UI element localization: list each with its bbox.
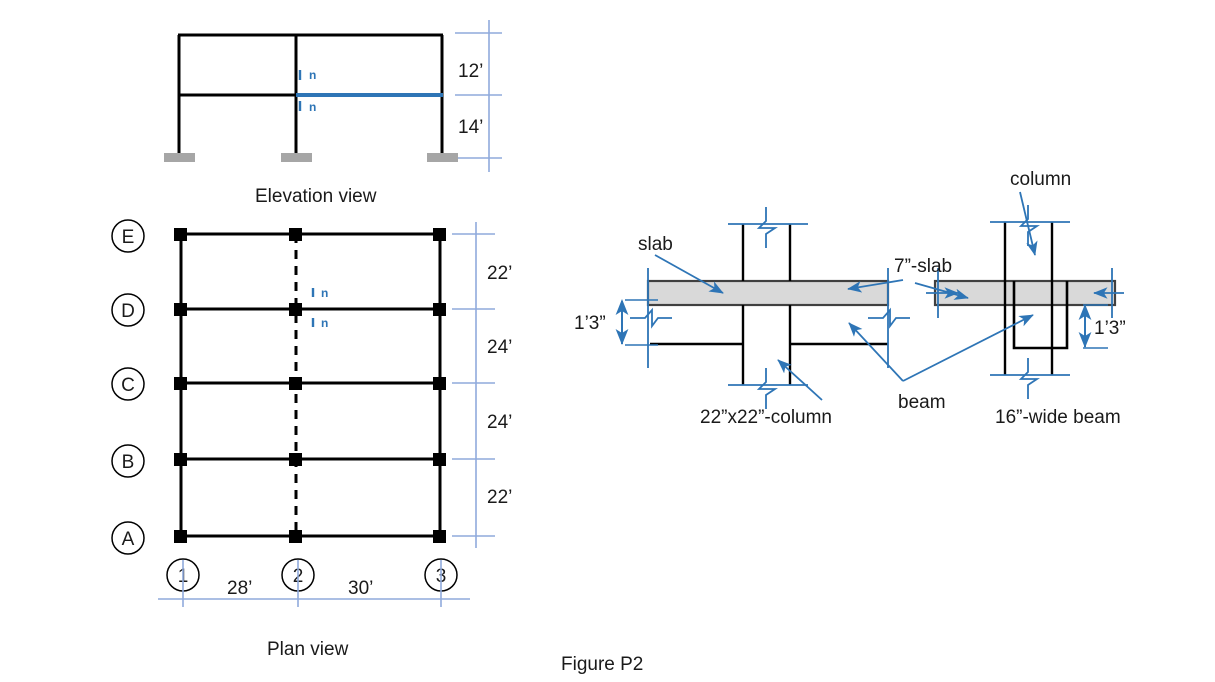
elevation-n-markers: n n: [298, 68, 316, 114]
plan-vertical-beams: [179, 234, 442, 536]
plan-bay-depth-1: 22’: [487, 263, 512, 284]
plan-column-1C: [174, 377, 187, 390]
elevation-footings: [164, 153, 458, 162]
plan-column-2C: [289, 377, 302, 390]
grid-bubble-D[interactable]: [111, 293, 145, 327]
plan-column-3B: [433, 453, 446, 466]
section-left-break-lines: [630, 207, 910, 409]
break-right-zigzag: [868, 307, 910, 329]
elev-story-height-lower: 14’: [458, 117, 483, 138]
grid-bubble-A-label: A: [122, 529, 135, 550]
section-right-depth-label: 1’3”: [1094, 318, 1126, 339]
plan-column-2D: [289, 303, 302, 316]
plan-horizontal-beams: [180, 232, 441, 538]
section-right-slab-edge-arrows: [926, 268, 1124, 318]
elevation-view-title: Elevation view: [255, 186, 377, 207]
section-left-depth-label: 1’3”: [574, 313, 606, 334]
footing-3: [427, 153, 458, 162]
plan-column-2A: [289, 530, 302, 543]
break-top-zigzag: [756, 207, 778, 248]
plan-column-1E: [174, 228, 187, 241]
section-right-beam-outline: [1012, 281, 1069, 350]
section-left-slab: [646, 279, 890, 307]
section-detail-column: 1’3” slab 22”x22”-column: [574, 207, 910, 428]
grid-bubble-C[interactable]: [111, 367, 145, 401]
plan-bay-depth-4: 22’: [487, 487, 512, 508]
section-right-column-annotation: column: [1010, 169, 1071, 256]
slab7-leader-left: [847, 279, 904, 293]
elev-story-height-upper: 12’: [458, 61, 483, 82]
beam-leader-to-left-detail: [848, 322, 904, 382]
slab-leader: [654, 254, 724, 294]
plan-bay-width-2: 30’: [348, 578, 373, 599]
beam-column-leader: [1019, 191, 1038, 256]
beam-leader-to-right-detail: [902, 314, 1034, 382]
section-left-depth-dimension: 1’3”: [574, 299, 658, 346]
section-right-beam-annotation: beam: [848, 314, 1034, 413]
column-leader: [777, 359, 823, 401]
plan-grid-bubbles-letters: E D C B A: [111, 219, 145, 555]
plan-columns: [174, 228, 446, 543]
grid-bubble-E[interactable]: [111, 219, 145, 253]
grid-bubble-C-label: C: [121, 375, 135, 396]
plan-column-1D: [174, 303, 187, 316]
elev-n-label-upper: n: [309, 68, 316, 82]
plan-n-label-lower: n: [321, 316, 328, 330]
beam-break-top-zigzag: [1018, 205, 1040, 246]
plan-column-2B: [289, 453, 302, 466]
plan-column-3C: [433, 377, 446, 390]
plan-column-1B: [174, 453, 187, 466]
section-left-slab-annotation: slab: [638, 234, 724, 294]
grid-bubble-D-label: D: [121, 301, 135, 322]
plan-column-1A: [174, 530, 187, 543]
figure-caption: Figure P2: [561, 654, 643, 675]
section-right-slab-annotation: 7”-slab: [847, 256, 969, 300]
section-right-break-lines: [990, 205, 1070, 399]
grid-bubble-B[interactable]: [111, 444, 145, 478]
plan-grid-bubbles-numbers: 1 2 3: [166, 558, 458, 592]
grid-bubble-B-label: B: [122, 452, 135, 473]
plan-view: 22’ 24’ 24’ 22’: [111, 219, 512, 660]
grid-bubble-E-label: E: [122, 227, 135, 248]
plan-column-3A: [433, 530, 446, 543]
section-left-column-annotation: 22”x22”-column: [700, 359, 832, 428]
section-right-beam-label: beam: [898, 392, 946, 413]
elev-n-label-lower: n: [309, 100, 316, 114]
footing-2: [281, 153, 312, 162]
beam-break-bottom-zigzag: [1018, 358, 1040, 399]
section-right-slab: [933, 279, 1117, 307]
plan-n-markers: n n: [311, 286, 328, 330]
plan-view-title: Plan view: [267, 639, 349, 660]
break-left-zigzag: [630, 307, 672, 329]
plan-bay-depth-3: 24’: [487, 412, 512, 433]
plan-dimension-lines-vertical: [452, 222, 495, 548]
section-right-column-lines: [1003, 222, 1054, 375]
section-detail-beam: 1’3” column 7”-slab beam 16”-wide beam: [847, 169, 1126, 428]
section-right-beam-hidden-lines: [1013, 281, 1068, 305]
plan-dimension-lines-horizontal: [158, 560, 470, 607]
section-left-slab-label: slab: [638, 234, 673, 255]
plan-column-3D: [433, 303, 446, 316]
break-bottom-zigzag: [756, 368, 778, 409]
elevation-view: n n 12’ 14’ Elevation view: [164, 20, 502, 207]
plan-column-3E: [433, 228, 446, 241]
slab7-leader-right: [914, 282, 969, 300]
plan-bay-width-1: 28’: [227, 578, 252, 599]
plan-bay-depth-2: 24’: [487, 337, 512, 358]
section-right-depth-dimension: 1’3”: [1078, 304, 1126, 349]
plan-n-label-upper: n: [321, 286, 328, 300]
section-right-slab-label: 7”-slab: [894, 256, 952, 277]
plan-column-2E: [289, 228, 302, 241]
section-right-title: 16”-wide beam: [995, 407, 1121, 428]
section-left-column-label: 22”x22”-column: [700, 407, 832, 428]
grid-bubble-A[interactable]: [111, 521, 145, 555]
section-right-column-label: column: [1010, 169, 1071, 190]
footing-1: [164, 153, 195, 162]
